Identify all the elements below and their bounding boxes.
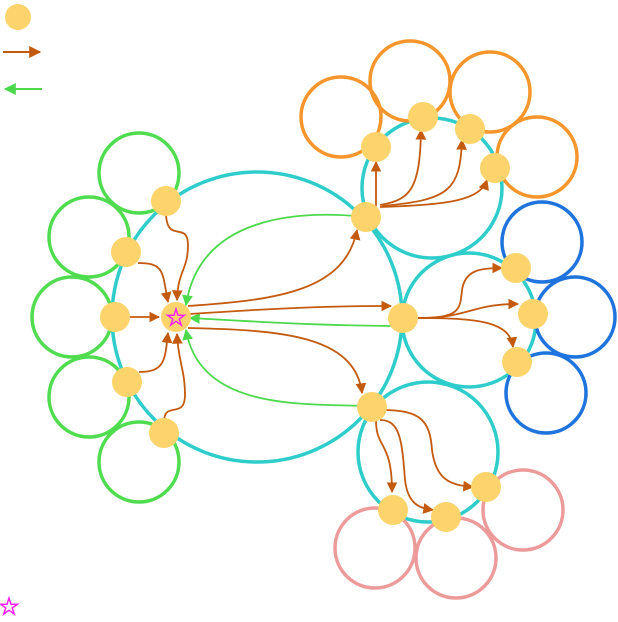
legend-node-icon <box>5 4 31 30</box>
node-right-2[interactable] <box>518 299 548 329</box>
edge-hub-right-right-1 <box>417 262 504 319</box>
upward-edges <box>182 213 404 407</box>
node-hub-right[interactable] <box>388 303 418 333</box>
edge-root-hub-bottom <box>187 327 367 395</box>
ring-left-1 <box>97 131 181 215</box>
edge-up-hub-top-root <box>182 213 367 307</box>
ring-bottom-1 <box>333 506 417 590</box>
ring-right-3 <box>504 351 588 435</box>
node-bottom-1[interactable] <box>378 495 408 525</box>
node-right-3[interactable] <box>502 347 532 377</box>
ring-top-3 <box>448 50 532 134</box>
node-bottom-2[interactable] <box>431 502 461 532</box>
node-top-1[interactable] <box>361 132 391 162</box>
ring-left-5 <box>97 420 181 504</box>
node-left-3[interactable] <box>100 302 130 332</box>
node-top-4[interactable] <box>480 153 510 183</box>
node-left-5[interactable] <box>149 418 179 448</box>
edge-hub-right-right-2 <box>417 298 520 319</box>
ring-left-2 <box>47 195 131 279</box>
nodes <box>100 102 548 532</box>
edge-left-4-root <box>138 331 173 373</box>
ring-left-4 <box>47 355 131 439</box>
edge-root-hub-right <box>188 300 393 315</box>
node-hub-top[interactable] <box>351 202 381 232</box>
edge-hub-bottom-bottom-1 <box>375 419 398 494</box>
root-star-icon: ★ <box>166 306 186 331</box>
ring-hub-bottom <box>356 380 500 524</box>
legend: ★ <box>0 4 42 621</box>
edge-root-hub-top <box>187 228 361 307</box>
edge-up-hub-bottom-root <box>182 328 373 407</box>
ring-right-1 <box>500 200 584 284</box>
node-top-3[interactable] <box>455 114 485 144</box>
legend-root-star-icon: ★ <box>0 595 19 620</box>
edge-hub-top-top-2 <box>379 128 427 206</box>
ring-top-4 <box>495 115 579 199</box>
node-left-2[interactable] <box>111 237 141 267</box>
edge-hub-top-top-4 <box>379 178 489 208</box>
edge-hub-bottom-bottom-2 <box>379 419 435 514</box>
edge-up-hub-right-root <box>188 313 404 327</box>
ring-top-2 <box>368 39 452 123</box>
ring-top-1 <box>299 75 383 159</box>
edge-left-5-root <box>163 332 186 423</box>
edge-left-2-root <box>137 262 172 304</box>
edge-left-1-root <box>165 211 189 302</box>
node-hub-bottom[interactable] <box>357 392 387 422</box>
edge-hub-right-right-3 <box>417 317 518 349</box>
node-root[interactable] <box>161 302 191 332</box>
node-left-4[interactable] <box>112 367 142 397</box>
node-bottom-3[interactable] <box>471 472 501 502</box>
ring-bottom-3 <box>481 468 565 552</box>
ring-bottom-2 <box>414 516 498 600</box>
downward-edges <box>127 128 520 514</box>
edge-hub-bottom-bottom-3 <box>381 409 475 492</box>
node-left-1[interactable] <box>151 186 181 216</box>
node-top-2[interactable] <box>408 102 438 132</box>
node-right-1[interactable] <box>501 253 531 283</box>
edge-hub-top-top-3 <box>381 138 468 207</box>
